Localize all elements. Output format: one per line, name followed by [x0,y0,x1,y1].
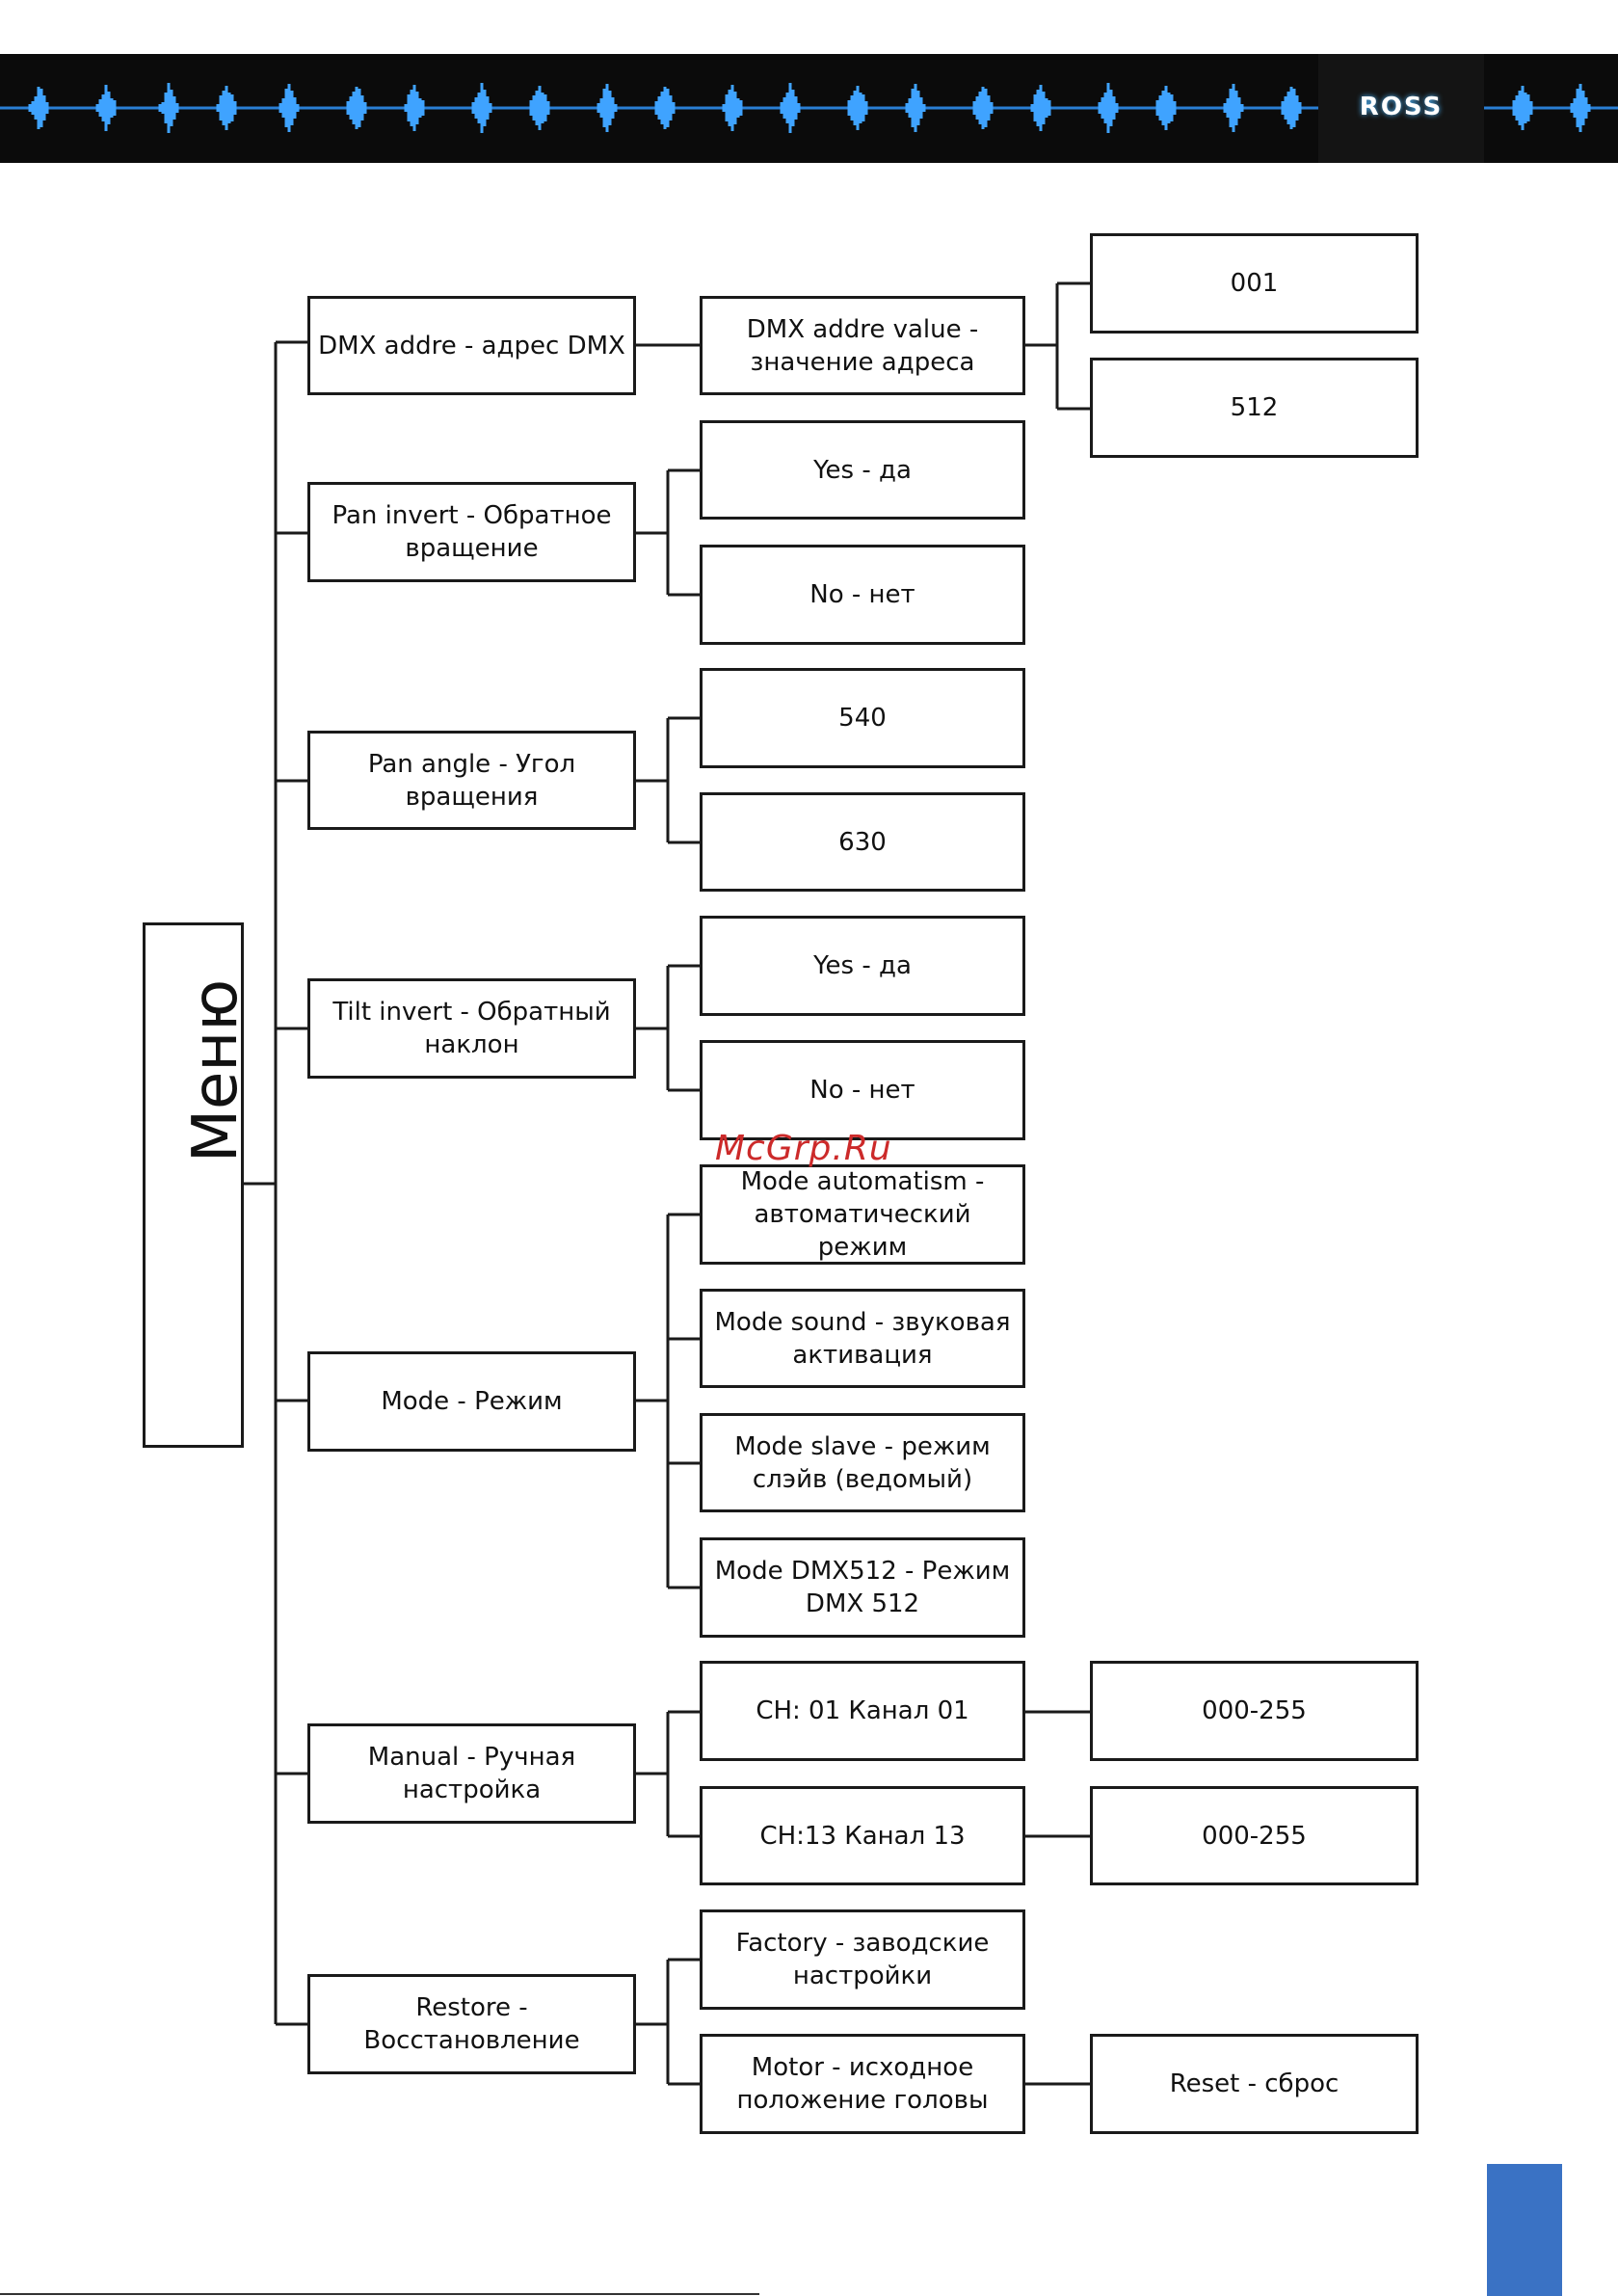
option-pan-angle-540: 540 [700,668,1025,768]
option-pan-angle-630: 630 [700,792,1025,892]
menu-item-dmx-address: DMX addre - адрес DMX [307,296,636,395]
option-restore-motor: Motor - исходное положение головы [700,2034,1025,2134]
brand-logo: ROSS [1359,93,1444,121]
menu-item-restore: Restore - Восстановление [307,1974,636,2074]
watermark: McGrp.Ru [715,1129,892,1168]
value-motor-reset: Reset - сброс [1090,2034,1419,2134]
option-manual-ch13: CH:13 Канал 13 [700,1786,1025,1885]
option-mode-slave: Mode slave - режим слэйв (ведомый) [700,1413,1025,1512]
option-tilt-invert-yes: Yes - да [700,916,1025,1016]
value-dmx-512: 512 [1090,358,1419,458]
option-tilt-invert-no: No - нет [700,1040,1025,1140]
menu-item-tilt-invert: Tilt invert - Обратный наклон [307,978,636,1079]
value-ch13-range: 000-255 [1090,1786,1419,1885]
option-restore-factory: Factory - заводские настройки [700,1909,1025,2010]
root-node-label: Меню [180,978,252,1163]
footer-rule [0,2293,759,2295]
option-mode-dmx512: Mode DMX512 - Режим DMX 512 [700,1537,1025,1638]
submenu-dmx-address-value: DMX addre value - значение адреса [700,296,1025,395]
value-dmx-001: 001 [1090,233,1419,334]
root-node-menu [143,922,244,1448]
option-manual-ch01: CH: 01 Канал 01 [700,1661,1025,1761]
logo-badge [1318,54,1484,163]
waveform-graphic [0,67,1618,148]
option-pan-invert-yes: Yes - да [700,420,1025,520]
option-pan-invert-no: No - нет [700,545,1025,645]
menu-item-mode: Mode - Режим [307,1351,636,1452]
value-ch01-range: 000-255 [1090,1661,1419,1761]
option-mode-automatism: Mode automatism - автоматический режим [700,1164,1025,1265]
menu-item-pan-invert: Pan invert - Обратное вращение [307,482,636,582]
page-tab-marker [1487,2164,1562,2296]
menu-item-pan-angle: Pan angle - Угол вращения [307,731,636,830]
option-mode-sound: Mode sound - звуковая активация [700,1289,1025,1388]
menu-item-manual: Manual - Ручная настройка [307,1723,636,1824]
